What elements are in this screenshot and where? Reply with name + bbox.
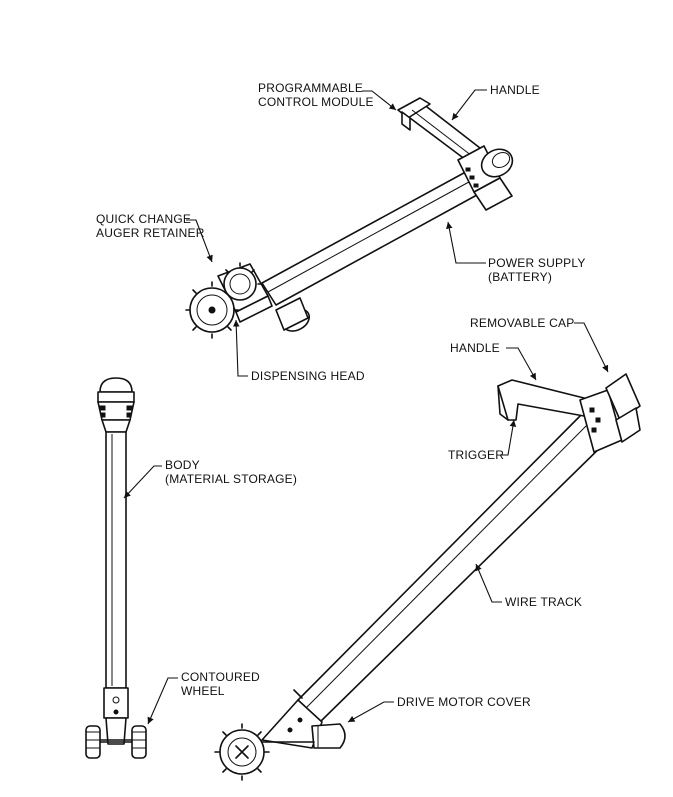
leader-handle-right [506,347,537,381]
label-drive-motor-cover: DRIVE MOTOR COVER [397,695,531,709]
top-device-drawing [185,97,514,339]
label-dispensing-head: DISPENSING HEAD [251,369,365,383]
leader-removable-cap [574,322,609,373]
left-device-body-tube [105,431,127,689]
top-device-cap [480,148,514,178]
right-device-removable-cap [605,373,641,443]
left-device-drawing [85,377,147,759]
right-device-drawing [214,373,641,781]
leader-body [123,465,162,499]
right-device-drive-motor-cover [311,723,346,749]
leader-lines [123,89,609,725]
top-device-gear-wheel-rear [223,262,262,301]
left-device-control-module [97,401,135,433]
leader-trigger [500,419,517,456]
right-device-head [261,689,323,749]
label-removable-cap: REMOVABLE CAP [470,316,575,330]
right-device-handle [497,379,593,421]
leader-drive-motor-cover [347,701,394,723]
label-wire-track: WIRE TRACK [505,595,583,609]
leader-programmable-control-module [362,90,397,111]
leader-wire-track [475,563,502,603]
label-handle-top: HANDLE [490,83,540,97]
right-device-gear-wheel [214,723,315,781]
leader-contoured-wheel [147,677,178,725]
label-contoured-wheel: CONTOURED WHEEL [181,670,260,698]
leader-quick-change [186,219,213,263]
label-body-material-storage: BODY (MATERIAL STORAGE) [165,458,298,486]
leader-power-supply [446,221,486,264]
label-power-supply: POWER SUPPLY (BATTERY) [488,256,586,284]
left-device-contoured-wheels [85,725,147,759]
left-device-cap [97,377,135,403]
label-programmable-control-module: PROGRAMMABLE CONTROL MODULE [258,81,374,109]
label-quick-change-auger-retainer: QUICK CHANGE AUGER RETAINER [96,212,205,240]
top-device-handle [397,97,481,161]
label-handle-right: HANDLE [450,341,500,355]
label-trigger: TRIGGER [448,448,505,462]
leader-handle-top [451,89,487,121]
left-device-head [99,687,133,745]
leader-dispensing-head [232,319,248,377]
top-device-tube [261,167,487,306]
top-device-gear-wheel-front [185,281,239,339]
